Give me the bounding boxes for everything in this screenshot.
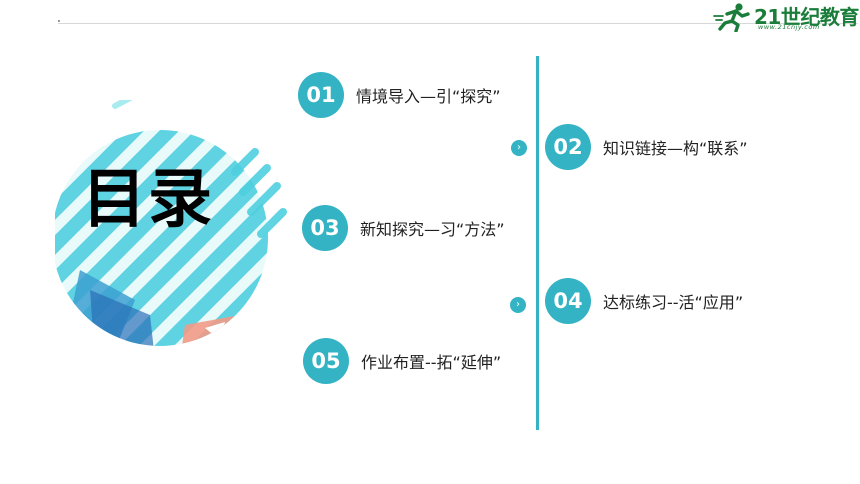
toc-item-01[interactable]: 01 情境导入—引“探究” [298, 72, 501, 118]
timeline-line [536, 56, 539, 430]
header-divider [58, 23, 858, 24]
catalog-title: 目录 [82, 163, 214, 237]
toc-number-badge: 05 [303, 338, 349, 384]
chevron-right-icon: › [511, 140, 527, 156]
toc-item-04[interactable]: 04 达标练习--活“应用” [545, 278, 743, 324]
toc-item-label: 达标练习--活“应用” [603, 293, 744, 312]
logo-brand-text: 21世纪教育 [754, 5, 859, 29]
toc-item-label: 情境导入—引“探究” [356, 87, 501, 106]
toc-item-label: 知识链接—构“联系” [603, 139, 748, 158]
toc-item-05[interactable]: 05 作业布置--拓“延伸” [303, 338, 501, 384]
toc-item-label: 新知探究—习“方法” [360, 220, 505, 239]
brand-logo: 21世纪教育 www.21cnjy.com [712, 2, 859, 32]
logo-url-text: www.21cnjy.com [758, 23, 820, 31]
toc-item-02[interactable]: 02 知识链接—构“联系” [545, 124, 748, 170]
toc-item-03[interactable]: 03 新知探究—习“方法” [302, 205, 505, 251]
toc-number-badge: 02 [545, 124, 591, 170]
toc-number-badge: 03 [302, 205, 348, 251]
decorative-stripe-circle [55, 100, 287, 346]
header-dot [58, 20, 60, 22]
chevron-right-icon: › [510, 297, 526, 313]
toc-item-label: 作业布置--拓“延伸” [361, 353, 502, 372]
runner-logo-icon [713, 3, 750, 32]
toc-number-badge: 01 [298, 72, 344, 118]
toc-number-badge: 04 [545, 278, 591, 324]
